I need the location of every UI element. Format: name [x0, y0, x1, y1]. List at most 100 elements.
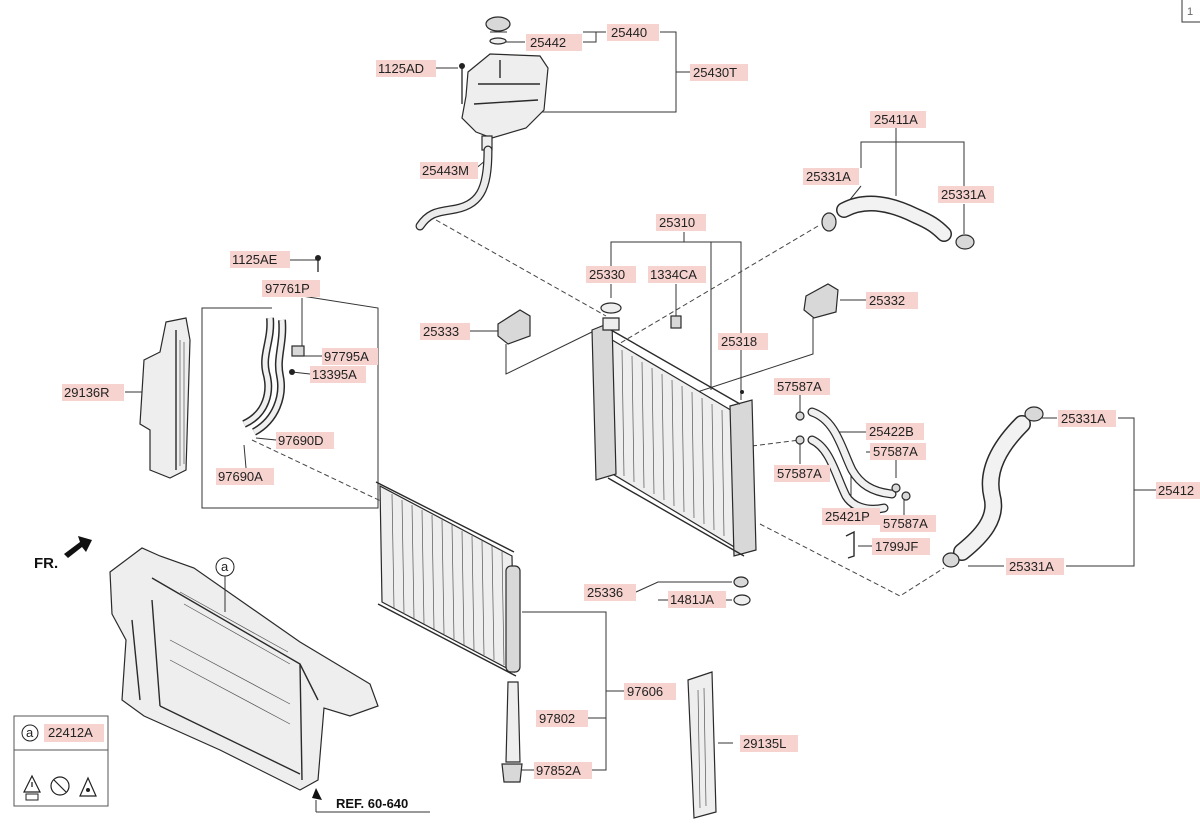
svg-text:25333: 25333 — [423, 324, 459, 339]
callout-25331A-upper-left: 25331A — [803, 168, 859, 185]
svg-text:1799JF: 1799JF — [875, 539, 918, 554]
svg-text:25330: 25330 — [589, 267, 625, 282]
reservoir-hose — [415, 145, 493, 231]
condenser-hose-assembly — [242, 255, 321, 436]
callout-97690A: 97690A — [216, 468, 274, 485]
callout-1799JF: 1799JF — [872, 538, 930, 555]
svg-text:25332: 25332 — [869, 293, 905, 308]
callout-25411A: 25411A — [870, 111, 926, 128]
svg-text:57587A: 57587A — [777, 466, 822, 481]
svg-text:25412: 25412 — [1158, 483, 1194, 498]
svg-text:97852A: 97852A — [536, 763, 581, 778]
coolant-reservoir-tank — [461, 53, 549, 151]
callout-13395A: 13395A — [310, 366, 366, 383]
svg-text:57587A: 57587A — [883, 516, 928, 531]
svg-text:13395A: 13395A — [312, 367, 357, 382]
reservoir-bolt-icon — [459, 63, 465, 104]
callout-1334CA: 1334CA — [648, 266, 706, 283]
callout-1481JA: 1481JA — [668, 591, 726, 608]
svg-text:97606: 97606 — [627, 684, 663, 699]
callout-97795A: 97795A — [322, 348, 378, 365]
svg-text:25336: 25336 — [587, 585, 623, 600]
ref-arrow-icon — [312, 788, 322, 800]
front-end-carrier: a — [109, 547, 379, 791]
svg-text:29135L: 29135L — [743, 736, 786, 751]
callout-25440: 25440 — [607, 24, 659, 41]
svg-text:25443M: 25443M — [422, 163, 469, 178]
legend-letter-a: a — [26, 725, 34, 740]
receiver-drier — [501, 681, 523, 783]
callout-25331A-lower-bottom: 25331A — [1006, 558, 1064, 575]
svg-text:25331A: 25331A — [941, 187, 986, 202]
part-labels: 25440 25442 1125AD 25430T 25443M 25411A … — [62, 24, 1200, 779]
callout-letter-a: a — [221, 559, 229, 574]
svg-text:57587A: 57587A — [777, 379, 822, 394]
svg-text:25422B: 25422B — [869, 424, 914, 439]
callout-25422B: 25422B — [866, 423, 924, 440]
svg-text:25310: 25310 — [659, 215, 695, 230]
svg-text:97795A: 97795A — [324, 349, 369, 364]
svg-text:25411A: 25411A — [874, 112, 918, 127]
callout-25318: 25318 — [718, 333, 768, 350]
air-guard-right — [687, 671, 717, 819]
svg-text:25421P: 25421P — [825, 509, 870, 524]
svg-text:25331A: 25331A — [1009, 559, 1054, 574]
callout-25333: 25333 — [420, 323, 470, 340]
upper-mount-right — [803, 283, 839, 319]
callout-25442: 25442 — [526, 34, 582, 51]
page-number-tab: 1 — [1181, 0, 1200, 23]
svg-text:1481JA: 1481JA — [670, 592, 714, 607]
svg-text:97802: 97802 — [539, 711, 575, 726]
callout-57587A-2: 57587A — [870, 443, 926, 460]
callout-97852A: 97852A — [534, 762, 592, 779]
callout-25421P: 25421P — [822, 508, 880, 525]
front-arrow-icon — [64, 536, 92, 558]
upper-radiator-hose — [821, 195, 975, 250]
callout-57587A-1: 57587A — [774, 378, 830, 395]
callout-25331A-lower-top: 25331A — [1058, 410, 1116, 427]
svg-text:97761P: 97761P — [265, 281, 310, 296]
reservoir-cap — [485, 16, 511, 45]
callout-25336: 25336 — [584, 584, 636, 601]
callout-25412: 25412 — [1156, 482, 1200, 499]
label-22412A: 22412A — [48, 725, 93, 740]
svg-text:1125AD: 1125AD — [378, 61, 424, 76]
callout-97761P: 97761P — [262, 280, 320, 297]
svg-text:25331A: 25331A — [1061, 411, 1106, 426]
callout-29135L: 29135L — [740, 735, 798, 752]
radiator — [591, 302, 757, 557]
callout-25330: 25330 — [586, 266, 636, 283]
svg-text:57587A: 57587A — [873, 444, 918, 459]
caution-hot-icon — [79, 776, 97, 797]
svg-text:25430T: 25430T — [693, 65, 737, 80]
svg-text:25318: 25318 — [721, 334, 757, 349]
callout-25332: 25332 — [866, 292, 918, 309]
condenser — [375, 481, 521, 677]
drain-plug — [733, 576, 751, 606]
callout-29136R: 29136R — [62, 384, 124, 401]
callout-25310: 25310 — [656, 214, 706, 231]
callout-1125AD: 1125AD — [376, 60, 436, 77]
no-open-hot-icon — [50, 776, 70, 796]
ref-label: REF. 60-640 — [336, 796, 408, 811]
warning-icon — [23, 774, 41, 801]
lower-radiator-hose — [942, 406, 1044, 568]
callout-25430T: 25430T — [690, 64, 748, 81]
callout-57587A-4: 57587A — [880, 515, 936, 532]
callout-25331A-upper-right: 25331A — [938, 186, 994, 203]
legend-box: a 22412A — [13, 715, 109, 807]
svg-text:25331A: 25331A — [806, 169, 851, 184]
air-guard-left — [139, 317, 191, 479]
svg-text:1125AE: 1125AE — [232, 252, 278, 267]
svg-text:25442: 25442 — [530, 35, 566, 50]
svg-text:29136R: 29136R — [64, 385, 110, 400]
callout-1125AE: 1125AE — [230, 251, 290, 268]
page-number: 1 — [1187, 6, 1193, 18]
callout-97690D: 97690D — [276, 432, 334, 449]
svg-text:97690D: 97690D — [278, 433, 324, 448]
callout-25443M: 25443M — [420, 162, 478, 179]
callout-97606: 97606 — [624, 683, 676, 700]
ref-indicator: REF. 60-640 — [312, 788, 408, 811]
callout-97802: 97802 — [536, 710, 588, 727]
